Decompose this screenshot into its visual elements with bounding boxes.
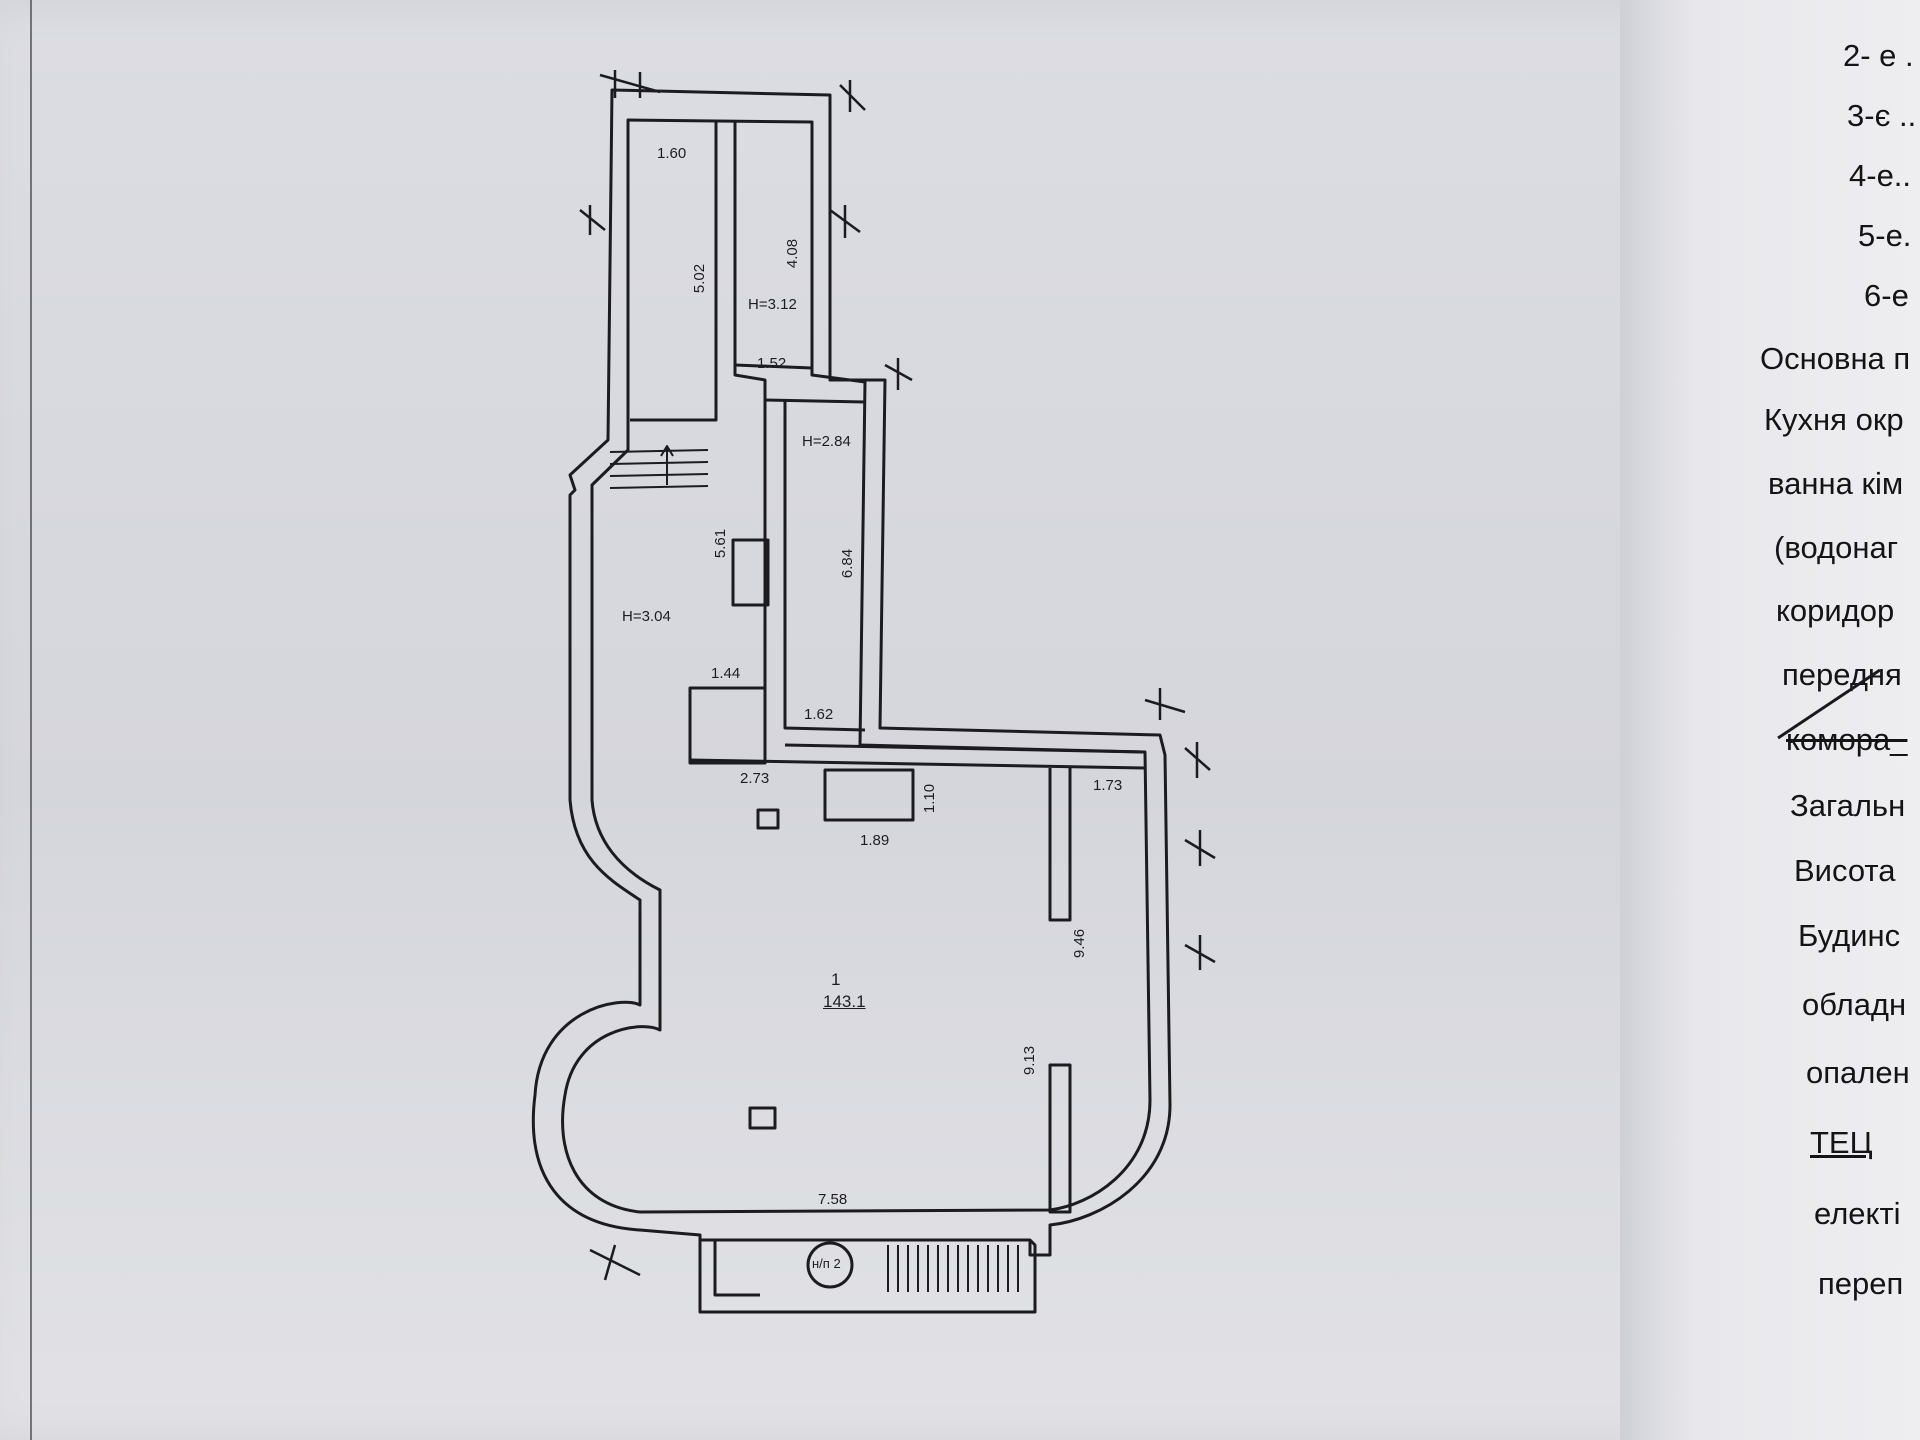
partition-h1 <box>734 363 813 370</box>
dim-label: 1.52 <box>757 355 787 372</box>
text-line-struck: комора_ <box>1786 722 1908 757</box>
text-sheet <box>1620 0 1920 1440</box>
text-line: 3-є .. <box>1847 98 1917 133</box>
room-number: 1 <box>831 970 841 989</box>
text-line: 5-е. <box>1858 218 1912 253</box>
pipe-label: н/п 2 <box>812 1256 841 1271</box>
dim-label: 1.89 <box>860 832 890 849</box>
window-marks <box>579 70 1216 1281</box>
ceiling-height-label: H=3.04 <box>622 608 671 625</box>
plan-sheet <box>0 0 1700 1440</box>
text-line: (водонаг <box>1774 530 1898 565</box>
inner-wall-upper <box>561 118 1152 1214</box>
stairs-bottom <box>887 1245 1019 1292</box>
closet-a <box>688 686 767 765</box>
partition-vertical-b <box>630 120 718 422</box>
partition-vertical-a <box>733 120 767 745</box>
text-line: Загальн <box>1790 788 1906 823</box>
closet-b <box>823 768 915 822</box>
ceiling-height-label: H=3.12 <box>748 296 797 313</box>
text-line: Будинс <box>1798 918 1901 953</box>
dim-label: 1.44 <box>711 665 741 682</box>
dim-label: 1.73 <box>1093 777 1123 794</box>
text-line: Кухня окр <box>1764 402 1904 437</box>
text-line-underlined: ТЕЦ <box>1810 1125 1873 1160</box>
text-line: ванна кім <box>1768 466 1904 501</box>
entrance-box <box>713 1240 760 1297</box>
partition-h2 <box>764 398 866 404</box>
text-line: 2- е . <box>1843 38 1914 73</box>
text-line: 6-е <box>1864 278 1909 313</box>
partition-right-a <box>1048 768 1072 922</box>
column-b <box>748 1106 777 1130</box>
dim-label: 7.58 <box>818 1191 848 1208</box>
dim-label: 2.73 <box>740 770 770 787</box>
stairs-upper <box>609 449 709 489</box>
text-line: коридор <box>1776 593 1895 628</box>
text-line: обладн <box>1802 987 1907 1022</box>
dim-label: 1.62 <box>804 706 834 723</box>
partition-h3-in <box>784 743 1146 754</box>
pipe-circle <box>806 1241 854 1289</box>
outer-wall-upper <box>531 88 1172 1314</box>
stair-arrow <box>660 445 674 485</box>
room-area: 143.1 <box>823 992 866 1011</box>
frame-border-line <box>30 0 32 1440</box>
partition-right-b <box>1048 1063 1072 1214</box>
text-line: Висота <box>1794 853 1896 888</box>
text-line: 4-е.. <box>1849 158 1912 193</box>
text-line: переп <box>1818 1266 1904 1301</box>
dim-label: 1.60 <box>657 145 687 162</box>
stair-box <box>731 538 770 607</box>
text-line: передня <box>1782 657 1902 692</box>
column-a <box>756 808 780 830</box>
text-line: електі <box>1814 1196 1901 1231</box>
text-line: Основна п <box>1760 341 1911 376</box>
ceiling-height-label: H=2.84 <box>802 433 851 450</box>
text-line: опален <box>1806 1055 1910 1090</box>
partition-vertical-c <box>783 400 866 732</box>
